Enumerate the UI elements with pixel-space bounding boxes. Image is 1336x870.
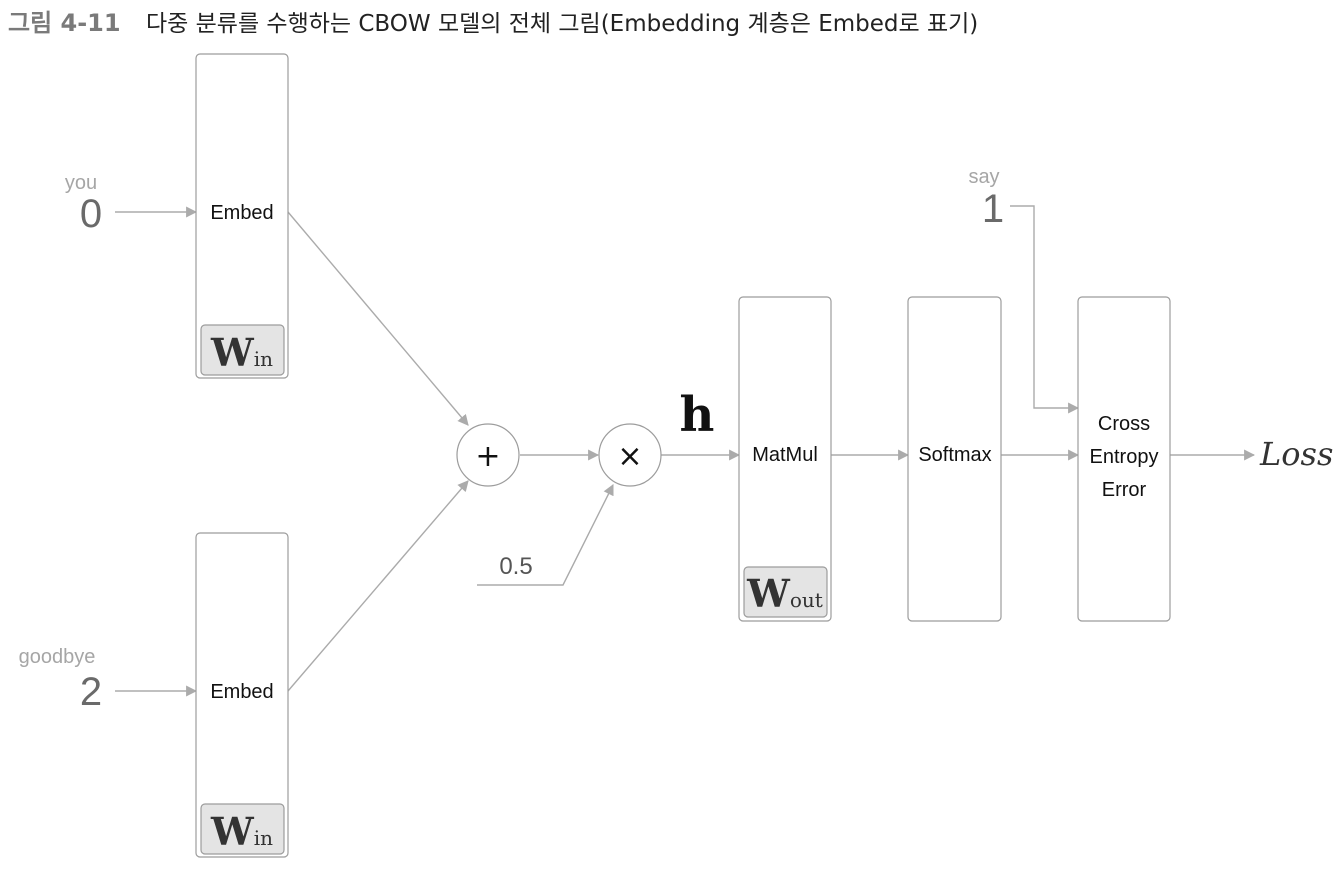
- arrow-embed-bottom-to-add: [287, 480, 469, 692]
- embed-layer-bottom: Embed Win: [195, 532, 289, 858]
- figure-label: 그림 4-11: [8, 9, 121, 37]
- softmax-label: Softmax: [918, 444, 991, 466]
- add-node: +: [456, 423, 520, 487]
- target-index: 1: [982, 187, 1004, 231]
- weight-box-wout: [743, 566, 828, 618]
- input-index-top: 0: [80, 192, 102, 236]
- target-word: say: [968, 166, 999, 188]
- input-index-bottom: 2: [80, 670, 102, 714]
- cross-entropy-label-line3: Error: [1102, 479, 1147, 501]
- constant-label: 0.5: [499, 553, 532, 580]
- embed-layer-top: Embed Win: [195, 53, 289, 379]
- add-symbol: +: [475, 439, 500, 474]
- matmul-layer: MatMul Wout: [738, 296, 832, 622]
- weight-box-win-top: [200, 324, 285, 376]
- cross-entropy-label-line2: Entropy: [1090, 446, 1159, 468]
- loss-label: Loss: [1259, 435, 1333, 473]
- multiply-node: ×: [598, 423, 662, 487]
- arrow-embed-top-to-add: [287, 211, 469, 426]
- weight-win-top: Win: [210, 330, 273, 375]
- hidden-label: h: [680, 387, 715, 443]
- input-word-top: you: [65, 172, 97, 194]
- input-word-bottom: goodbye: [19, 646, 96, 668]
- embed-layer-top-label: Embed: [210, 202, 273, 224]
- cross-entropy-layer: Cross Entropy Error: [1077, 296, 1171, 622]
- arrow-target-to-loss-layer: [1010, 205, 1080, 414]
- weight-win-bottom: Win: [210, 809, 273, 854]
- cross-entropy-label-line1: Cross: [1098, 413, 1150, 435]
- arrow-constant-to-multiply: [477, 484, 614, 586]
- embed-layer-bottom-label: Embed: [210, 681, 273, 703]
- matmul-label: MatMul: [752, 444, 818, 466]
- weight-wout: Wout: [746, 571, 823, 616]
- softmax-layer: Softmax: [907, 296, 1002, 622]
- weight-box-win-bottom: [200, 803, 285, 855]
- multiply-symbol: ×: [617, 439, 642, 474]
- figure-caption: 다중 분류를 수행하는 CBOW 모델의 전체 그림(Embedding 계층은…: [146, 11, 978, 37]
